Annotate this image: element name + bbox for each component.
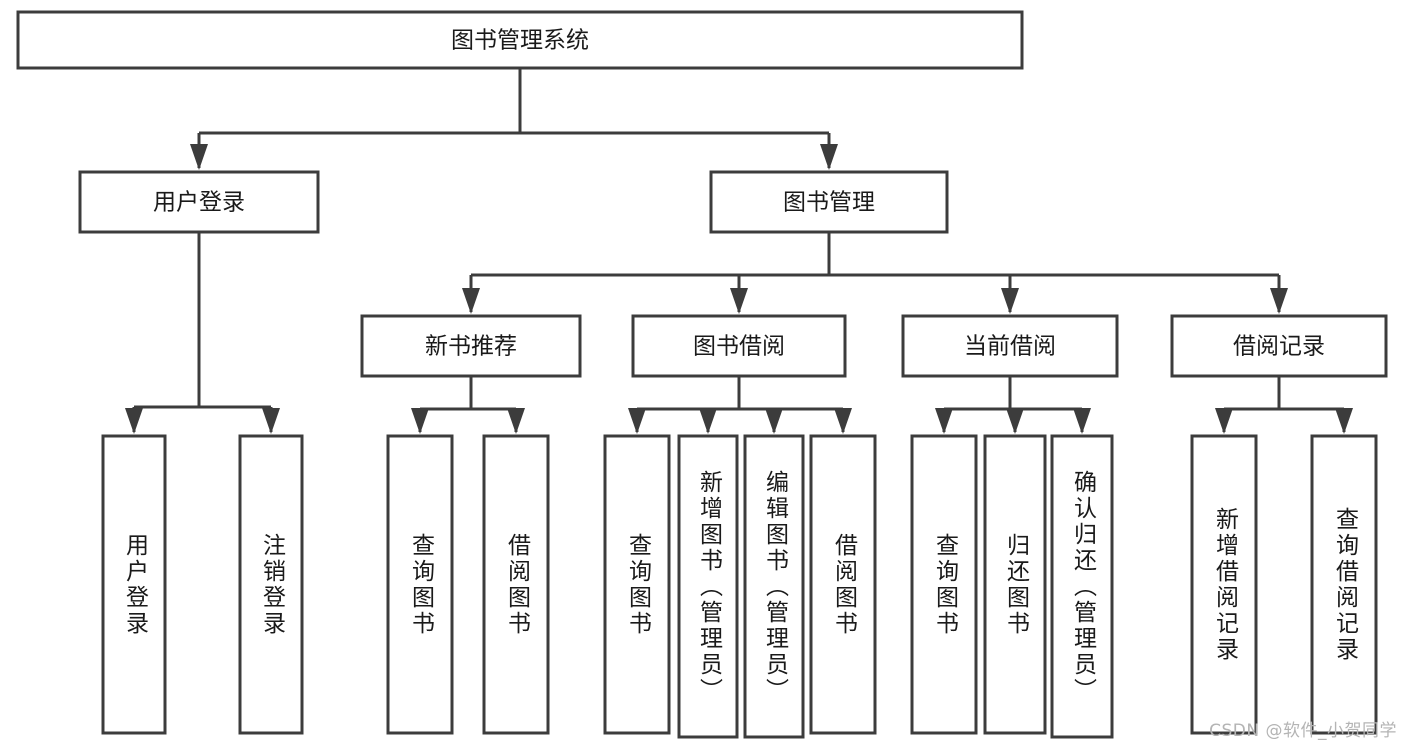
arrow-to-leaf-borrow-book-2 xyxy=(834,408,852,434)
node-label-book-borrow: 图书借阅 xyxy=(693,334,785,360)
node-label-new-book-recommend: 新书推荐 xyxy=(425,334,517,360)
node-box-leaf-confirm-return-admin[interactable] xyxy=(1050,434,1114,739)
arrow-to-leaf-add-book-admin xyxy=(699,408,717,434)
node-box-leaf-user-login[interactable] xyxy=(101,434,167,735)
node-label-book-manage: 图书管理 xyxy=(783,190,875,216)
arrow-to-leaf-confirm-return-admin xyxy=(1073,408,1091,434)
arrow-to-leaf-logout-login xyxy=(262,408,280,434)
node-box-book-borrow[interactable] xyxy=(631,314,847,378)
node-box-leaf-borrow-book-1[interactable] xyxy=(482,434,550,735)
node-box-book-manage[interactable] xyxy=(709,170,949,234)
arrow-to-new-book-recommend xyxy=(462,288,480,314)
node-label-current-borrow: 当前借阅 xyxy=(964,334,1056,360)
arrow-to-leaf-edit-book-admin xyxy=(765,408,783,434)
arrow-to-borrow-record xyxy=(1270,288,1288,314)
arrow-to-book-borrow xyxy=(730,288,748,314)
node-box-leaf-query-book-3[interactable] xyxy=(910,434,978,735)
arrow-to-leaf-query-book-1 xyxy=(411,408,429,434)
node-label-user-login: 用户登录 xyxy=(153,190,245,216)
node-box-borrow-record[interactable] xyxy=(1170,314,1388,378)
node-box-current-borrow[interactable] xyxy=(901,314,1119,378)
node-box-leaf-borrow-book-2[interactable] xyxy=(809,434,877,735)
node-box-leaf-query-book-2[interactable] xyxy=(603,434,671,735)
root-label: 图书管理系统 xyxy=(451,28,589,54)
node-box-leaf-query-borrow-record[interactable] xyxy=(1310,434,1378,735)
arrow-to-leaf-borrow-book-1 xyxy=(507,408,525,434)
arrow-to-book-manage xyxy=(820,144,838,170)
root-box-book-management-system[interactable] xyxy=(16,10,1024,70)
node-box-leaf-return-book[interactable] xyxy=(983,434,1047,735)
node-box-new-book-recommend[interactable] xyxy=(360,314,582,378)
node-box-leaf-query-book-1[interactable] xyxy=(386,434,454,735)
arrow-to-current-borrow xyxy=(1001,288,1019,314)
arrow-to-leaf-return-book xyxy=(1006,408,1024,434)
box-layer xyxy=(16,10,1388,739)
connector-layer xyxy=(125,68,1353,434)
node-box-leaf-logout-login[interactable] xyxy=(238,434,304,735)
arrow-to-leaf-query-book-3 xyxy=(935,408,953,434)
arrow-to-leaf-query-borrow-record xyxy=(1335,408,1353,434)
node-box-leaf-edit-book-admin[interactable] xyxy=(743,434,805,739)
node-box-user-login[interactable] xyxy=(78,170,320,234)
arrow-to-leaf-user-login xyxy=(125,408,143,434)
node-box-leaf-add-borrow-record[interactable] xyxy=(1190,434,1258,735)
arrow-to-leaf-query-book-2 xyxy=(628,408,646,434)
arrow-to-leaf-add-borrow-record xyxy=(1215,408,1233,434)
arrow-to-user-login xyxy=(190,144,208,170)
node-box-leaf-add-book-admin[interactable] xyxy=(677,434,739,739)
node-label-borrow-record: 借阅记录 xyxy=(1233,334,1325,360)
watermark: CSDN @软件_小贺同学 xyxy=(1209,721,1397,741)
